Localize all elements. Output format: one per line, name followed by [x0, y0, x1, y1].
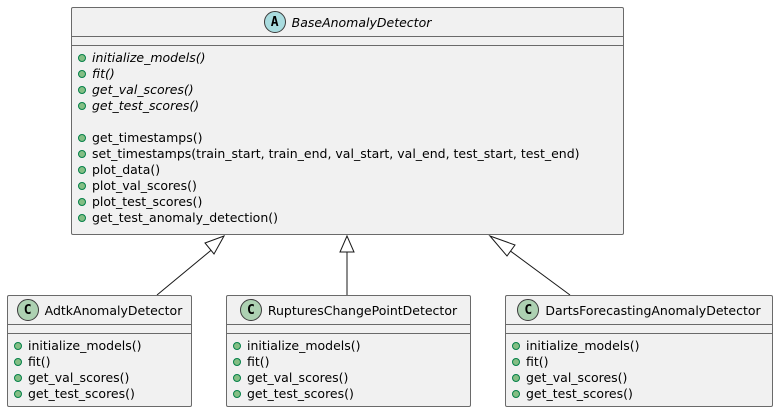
- methods-compartment: initialize_models() fit() get_val_scores…: [227, 334, 470, 406]
- divider: [72, 45, 623, 46]
- darts-forecasting-anomaly-detector-class: C DartsForecastingAnomalyDetector initia…: [505, 295, 773, 407]
- public-visibility-icon: [14, 342, 22, 350]
- public-visibility-icon: [14, 358, 22, 366]
- method-item: plot_test_scores(): [78, 194, 623, 210]
- divider: [72, 36, 623, 37]
- public-visibility-icon: [233, 358, 241, 366]
- arrowhead-darts: [488, 234, 516, 257]
- class-icon: C: [517, 299, 540, 321]
- fields-compartment: [72, 37, 623, 45]
- method-item: get_test_scores(): [78, 98, 623, 114]
- method-item: plot_data(): [78, 162, 623, 178]
- method-item: initialize_models(): [512, 338, 772, 354]
- public-visibility-icon: [78, 198, 86, 206]
- method-item: get_val_scores(): [512, 370, 772, 386]
- arrowhead-ruptures: [339, 234, 355, 253]
- method-item: fit(): [512, 354, 772, 370]
- ruptures-change-point-detector-class: C RupturesChangePointDetector initialize…: [226, 295, 471, 407]
- method-item: fit(): [233, 354, 470, 370]
- public-visibility-icon: [512, 390, 520, 398]
- method-item: get_val_scores(): [233, 370, 470, 386]
- class-name: DartsForecastingAnomalyDetector: [545, 302, 761, 318]
- divider: [227, 324, 470, 325]
- methods-compartment: initialize_models() fit() get_val_scores…: [72, 46, 623, 230]
- public-visibility-icon: [78, 166, 86, 174]
- method-item: set_timestamps(train_start, train_end, v…: [78, 146, 623, 162]
- fields-compartment: [8, 325, 191, 333]
- class-icon: C: [239, 299, 262, 321]
- public-visibility-icon: [512, 342, 520, 350]
- method-item: initialize_models(): [78, 50, 623, 66]
- public-visibility-icon: [78, 150, 86, 158]
- public-visibility-icon: [233, 374, 241, 382]
- fields-compartment: [227, 325, 470, 333]
- adtk-anomaly-detector-class: C AdtkAnomalyDetector initialize_models(…: [7, 295, 192, 407]
- public-visibility-icon: [233, 342, 241, 350]
- public-visibility-icon: [78, 102, 86, 110]
- class-icon: C: [16, 299, 39, 321]
- method-item: initialize_models(): [233, 338, 470, 354]
- fields-compartment: [506, 325, 772, 333]
- public-visibility-icon: [78, 54, 86, 62]
- methods-compartment: initialize_models() fit() get_val_scores…: [506, 334, 772, 406]
- public-visibility-icon: [14, 390, 22, 398]
- method-item: get_test_scores(): [512, 386, 772, 402]
- method-item: fit(): [14, 354, 191, 370]
- methods-compartment: initialize_models() fit() get_val_scores…: [8, 334, 191, 406]
- public-visibility-icon: [78, 214, 86, 222]
- abstract-class-icon: A: [263, 11, 286, 33]
- public-visibility-icon: [78, 70, 86, 78]
- public-visibility-icon: [78, 182, 86, 190]
- divider: [8, 333, 191, 334]
- class-name: RupturesChangePointDetector: [267, 302, 458, 318]
- public-visibility-icon: [233, 390, 241, 398]
- divider: [506, 333, 772, 334]
- arrowhead-adtk: [204, 235, 226, 255]
- public-visibility-icon: [14, 374, 22, 382]
- edge-darts: [504, 246, 571, 296]
- public-visibility-icon: [512, 374, 520, 382]
- method-item: get_timestamps(): [78, 130, 623, 146]
- edge-adtk: [156, 246, 216, 296]
- class-name: BaseAnomalyDetector: [291, 14, 432, 30]
- class-header: C DartsForecastingAnomalyDetector: [506, 296, 772, 324]
- class-name: AdtkAnomalyDetector: [44, 302, 183, 318]
- method-item: plot_val_scores(): [78, 178, 623, 194]
- base-anomaly-detector-class: A BaseAnomalyDetector initialize_models(…: [71, 7, 624, 235]
- class-header: A BaseAnomalyDetector: [72, 8, 623, 36]
- divider: [506, 324, 772, 325]
- method-item: initialize_models(): [14, 338, 191, 354]
- public-visibility-icon: [78, 86, 86, 94]
- divider: [227, 333, 470, 334]
- method-item: get_test_scores(): [233, 386, 470, 402]
- method-item: get_test_scores(): [14, 386, 191, 402]
- method-item: get_test_anomaly_detection(): [78, 210, 623, 226]
- method-spacer: [78, 114, 623, 130]
- method-item: fit(): [78, 66, 623, 82]
- public-visibility-icon: [512, 358, 520, 366]
- divider: [8, 324, 191, 325]
- class-header: C AdtkAnomalyDetector: [8, 296, 191, 324]
- public-visibility-icon: [78, 134, 86, 142]
- method-item: get_val_scores(): [78, 82, 623, 98]
- class-header: C RupturesChangePointDetector: [227, 296, 470, 324]
- method-item: get_val_scores(): [14, 370, 191, 386]
